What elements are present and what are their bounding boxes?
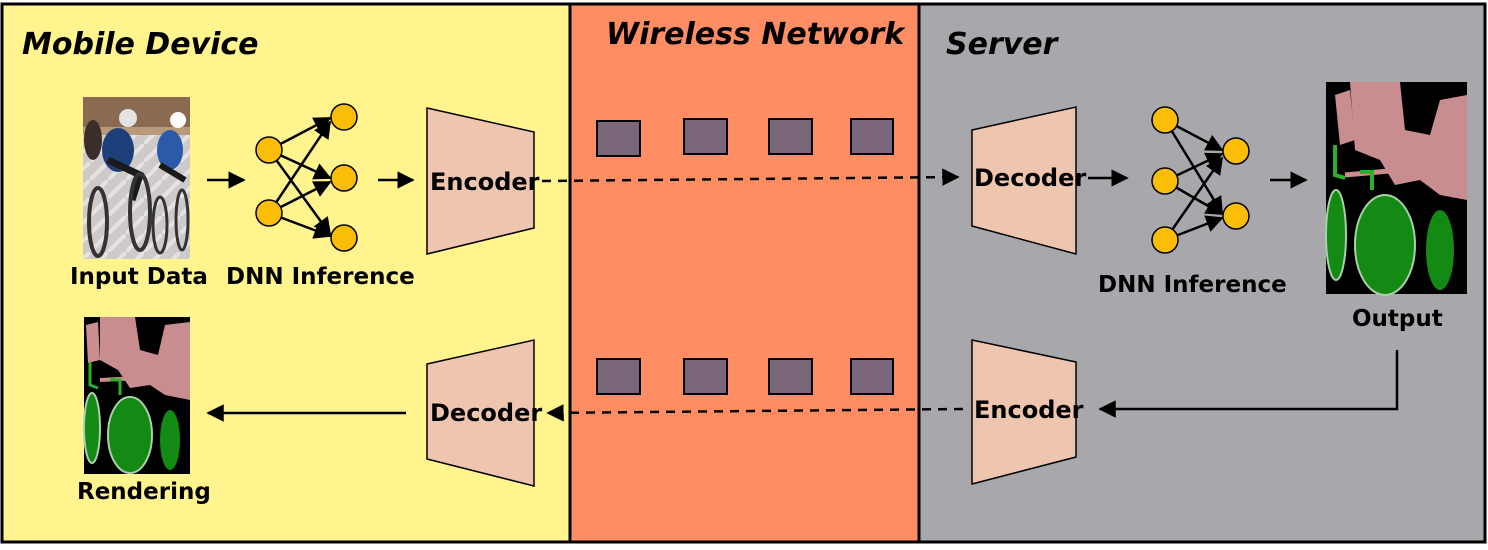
rendering-segmentation-map-icon <box>83 317 190 474</box>
mobile-decoder-block <box>426 339 535 487</box>
neuron-node-icon <box>255 199 283 227</box>
server-encoder-block <box>971 339 1077 485</box>
uplink-dashed-arrow <box>541 168 960 186</box>
mobile-device-title: Mobile Device <box>22 27 259 62</box>
server-dnn-network <box>1151 106 1250 254</box>
neuron-node-icon <box>330 224 358 252</box>
server-encoder-label: Encoder <box>974 396 1084 424</box>
output-segmentation-map-icon <box>1325 82 1467 296</box>
data-packet-icon <box>850 118 894 155</box>
output-label: Output <box>1352 306 1443 332</box>
uplink-packets <box>596 118 894 157</box>
neuron-node-icon <box>1151 226 1179 254</box>
cyclists-photo-icon <box>83 97 190 259</box>
data-packet-icon <box>596 120 641 157</box>
neuron-node-icon <box>330 164 358 192</box>
mobile-dnn-network <box>255 103 358 252</box>
downlink-dashed-arrow <box>546 404 964 422</box>
server-dnn-inference-label: DNN Inference <box>1098 272 1287 298</box>
mobile-encoder-label: Encoder <box>430 168 540 196</box>
data-packet-icon <box>768 118 813 155</box>
downlink-packets <box>596 358 894 395</box>
wireless-network-panel <box>568 2 921 544</box>
input-data-label: Input Data <box>70 264 208 290</box>
server-decoder-label: Decoder <box>974 164 1086 192</box>
neuron-node-icon <box>1151 106 1179 134</box>
neuron-node-icon <box>1151 167 1179 195</box>
mobile-dnn-inference-label: DNN Inference <box>226 264 415 290</box>
neuron-node-icon <box>1222 137 1250 165</box>
data-packet-icon <box>596 358 641 395</box>
neuron-node-icon <box>1222 202 1250 230</box>
server-decoder-block <box>971 106 1077 255</box>
neuron-node-icon <box>330 103 358 131</box>
mobile-decoder-label: Decoder <box>430 399 542 427</box>
arrow-output-to-encoder <box>1098 350 1399 418</box>
neuron-node-icon <box>255 136 283 164</box>
rendering-label: Rendering <box>77 479 211 505</box>
data-packet-icon <box>768 358 813 395</box>
data-packet-icon <box>850 358 894 395</box>
data-packet-icon <box>683 358 728 395</box>
server-title: Server <box>946 27 1060 62</box>
data-packet-icon <box>683 118 728 155</box>
mobile-encoder-block <box>426 107 535 255</box>
wireless-network-title: Wireless Network <box>606 17 906 52</box>
